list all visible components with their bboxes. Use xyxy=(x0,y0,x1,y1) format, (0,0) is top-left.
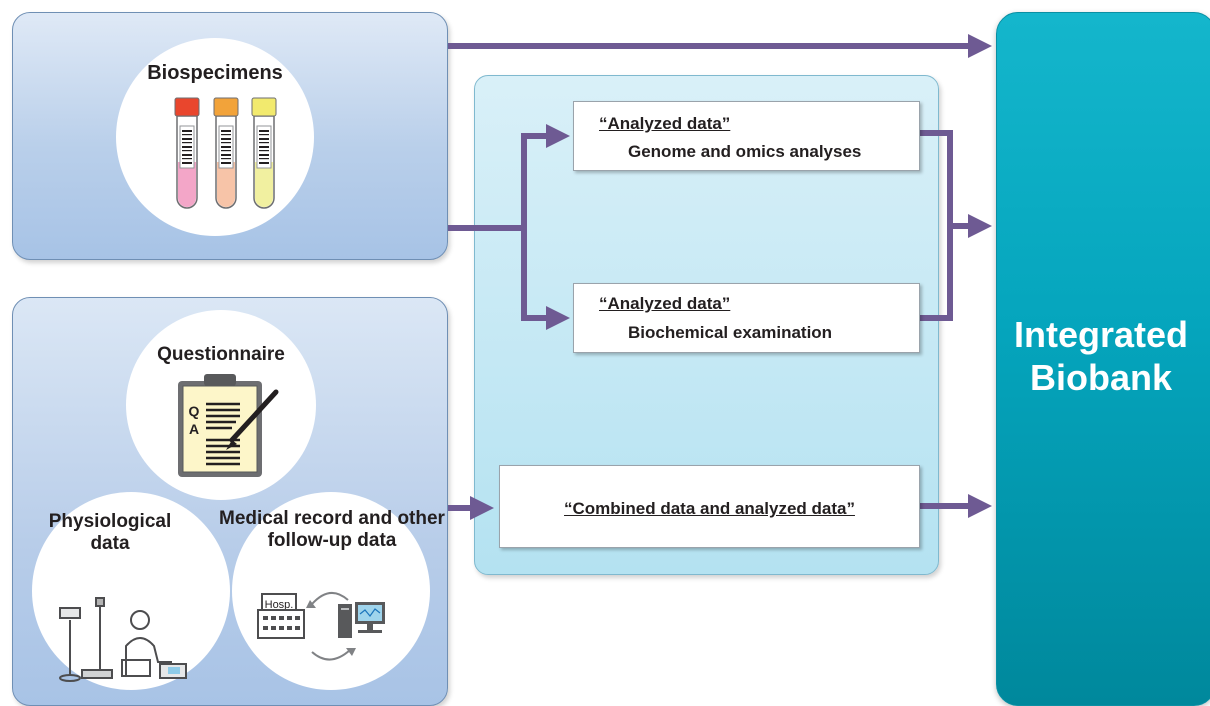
integrated-biobank-panel xyxy=(996,12,1210,706)
genome-box-subtitle: Genome and omics analyses xyxy=(628,142,862,161)
pen-icon xyxy=(226,389,279,450)
integrated-biobank-title: Integrated Biobank xyxy=(1013,314,1189,399)
answer-letter: A xyxy=(189,421,199,437)
medical-record-circle xyxy=(232,492,430,690)
biochem-box-heading: “Analyzed data” xyxy=(599,294,731,313)
genome-analysis-box: “Analyzed data” Genome and omics analyse… xyxy=(573,101,920,171)
hosp-label: Hosp. xyxy=(265,599,294,611)
arrow-analysis-to-biobank xyxy=(920,130,992,321)
test-tube xyxy=(251,97,277,209)
genome-box-heading: “Analyzed data” xyxy=(599,114,731,133)
test-tubes-icon xyxy=(174,97,277,209)
physiological-measurement-icon xyxy=(59,597,187,682)
question-letter: Q xyxy=(189,403,200,419)
test-tube xyxy=(174,97,200,209)
biospecimens-title: Biospecimens xyxy=(147,62,283,84)
clipboard-icon: Q A xyxy=(178,374,262,477)
questionnaire-title: Questionnaire xyxy=(157,344,285,365)
medical-record-title: Medical record and other follow-up data xyxy=(219,508,445,552)
combined-box-heading: “Combined data and analyzed data” xyxy=(564,499,855,518)
arrow-biospecimens-to-analysis xyxy=(448,124,570,330)
combined-data-box: “Combined data and analyzed data” xyxy=(499,465,920,548)
biochem-box-subtitle: Biochemical examination xyxy=(628,323,833,342)
biochemical-analysis-box: “Analyzed data” Biochemical examination xyxy=(573,283,920,353)
biospecimens-circle xyxy=(116,38,314,236)
test-tube xyxy=(213,97,239,209)
hospital-computer-icon: Hosp. xyxy=(257,592,385,661)
physiological-title: Physiological data xyxy=(48,511,172,555)
